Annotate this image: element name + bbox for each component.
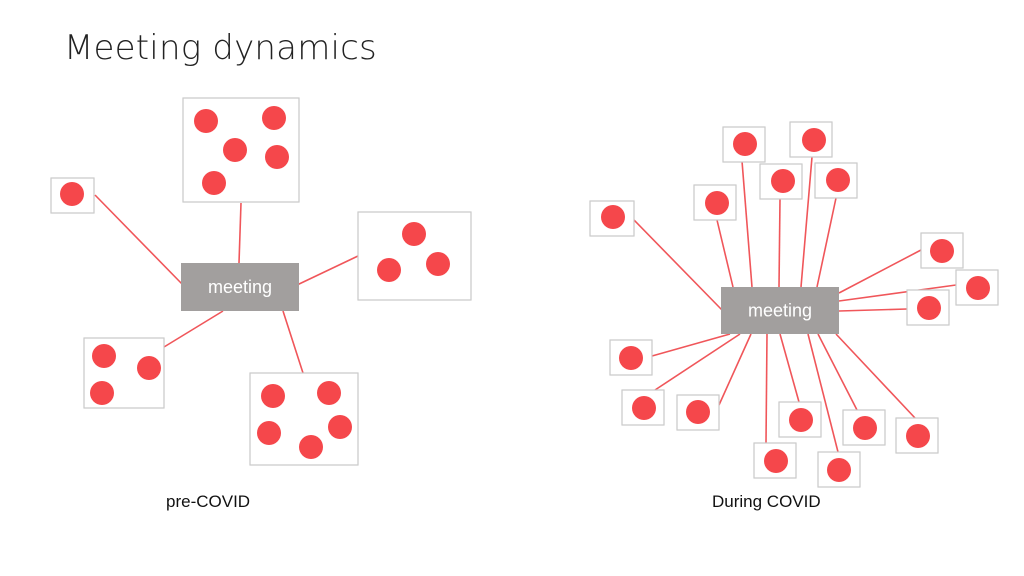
participant-dot — [733, 132, 757, 156]
caption-during-covid: During COVID — [712, 492, 821, 511]
participant-dot — [92, 344, 116, 368]
participant-group — [357, 211, 472, 301]
participant-group — [693, 184, 737, 221]
participant-dot — [826, 168, 850, 192]
participant-dot — [377, 258, 401, 282]
participant-group — [895, 417, 939, 454]
participant-dot — [90, 381, 114, 405]
participant-group — [920, 232, 964, 269]
connector-line — [94, 194, 184, 286]
participant-dot — [262, 106, 286, 130]
participant-group — [759, 163, 803, 200]
participant-group — [589, 200, 635, 237]
participant-dot — [917, 296, 941, 320]
participant-dot — [257, 421, 281, 445]
participant-dot — [632, 396, 656, 420]
participant-dot — [202, 171, 226, 195]
participant-group — [249, 372, 359, 466]
connector-line — [741, 160, 753, 288]
participant-dot — [906, 424, 930, 448]
participant-group — [182, 97, 300, 203]
pre-covid-diagram: meeting — [50, 97, 472, 466]
participant-dot — [601, 205, 625, 229]
participant-dot — [771, 169, 795, 193]
participant-group — [753, 442, 797, 479]
connector-line — [835, 333, 916, 419]
participant-dot — [317, 381, 341, 405]
participant-group — [814, 162, 858, 199]
connector-line — [817, 333, 858, 411]
meeting-hub-label: meeting — [208, 277, 272, 297]
connector-line — [838, 284, 957, 302]
meeting-hub — [721, 287, 839, 334]
connector-line — [163, 310, 224, 348]
connector-line — [816, 197, 837, 288]
participant-group — [609, 339, 653, 376]
participant-dot — [827, 458, 851, 482]
participant-group — [676, 394, 720, 431]
participant-dot — [789, 408, 813, 432]
connector-line — [651, 333, 731, 357]
connector-line — [838, 249, 922, 294]
participant-dot — [261, 384, 285, 408]
connector-line — [716, 219, 734, 288]
connector-line — [296, 255, 359, 286]
connector-line — [633, 219, 723, 311]
connector-line — [282, 310, 304, 374]
participant-dot — [764, 449, 788, 473]
connector-line — [718, 333, 752, 406]
connector-line — [778, 198, 781, 288]
participant-dot — [223, 138, 247, 162]
participant-dot — [402, 222, 426, 246]
participant-dot — [194, 109, 218, 133]
participant-dot — [137, 356, 161, 380]
participant-dot — [853, 416, 877, 440]
participant-group — [789, 121, 833, 158]
connector-line — [238, 202, 242, 264]
participant-group — [83, 337, 165, 409]
participant-group — [621, 389, 665, 426]
meeting-hub — [181, 263, 299, 311]
participant-dot — [328, 415, 352, 439]
participant-dot — [299, 435, 323, 459]
participant-group — [50, 177, 95, 214]
participant-dot — [966, 276, 990, 300]
connector-line — [654, 333, 741, 391]
participant-dot — [60, 182, 84, 206]
slide-title: Meeting dynamics — [64, 28, 377, 68]
connector-line — [800, 156, 813, 288]
participant-dot — [686, 400, 710, 424]
connector-line — [838, 308, 908, 312]
participant-dot — [802, 128, 826, 152]
participant-dot — [619, 346, 643, 370]
participant-group — [817, 451, 861, 488]
during-covid-diagram: meeting — [589, 121, 999, 488]
participant-group — [955, 269, 999, 306]
participant-dot — [930, 239, 954, 263]
connector-line — [765, 333, 768, 444]
participant-group — [722, 126, 766, 163]
participant-dot — [426, 252, 450, 276]
participant-dot — [265, 145, 289, 169]
connector-line — [779, 333, 800, 403]
participant-group — [778, 401, 822, 438]
participant-dot — [705, 191, 729, 215]
caption-pre-covid: pre-COVID — [166, 492, 251, 511]
connector-line — [807, 333, 839, 453]
meeting-hub-label: meeting — [748, 301, 812, 321]
participant-group — [906, 289, 950, 326]
participant-group — [842, 409, 886, 446]
